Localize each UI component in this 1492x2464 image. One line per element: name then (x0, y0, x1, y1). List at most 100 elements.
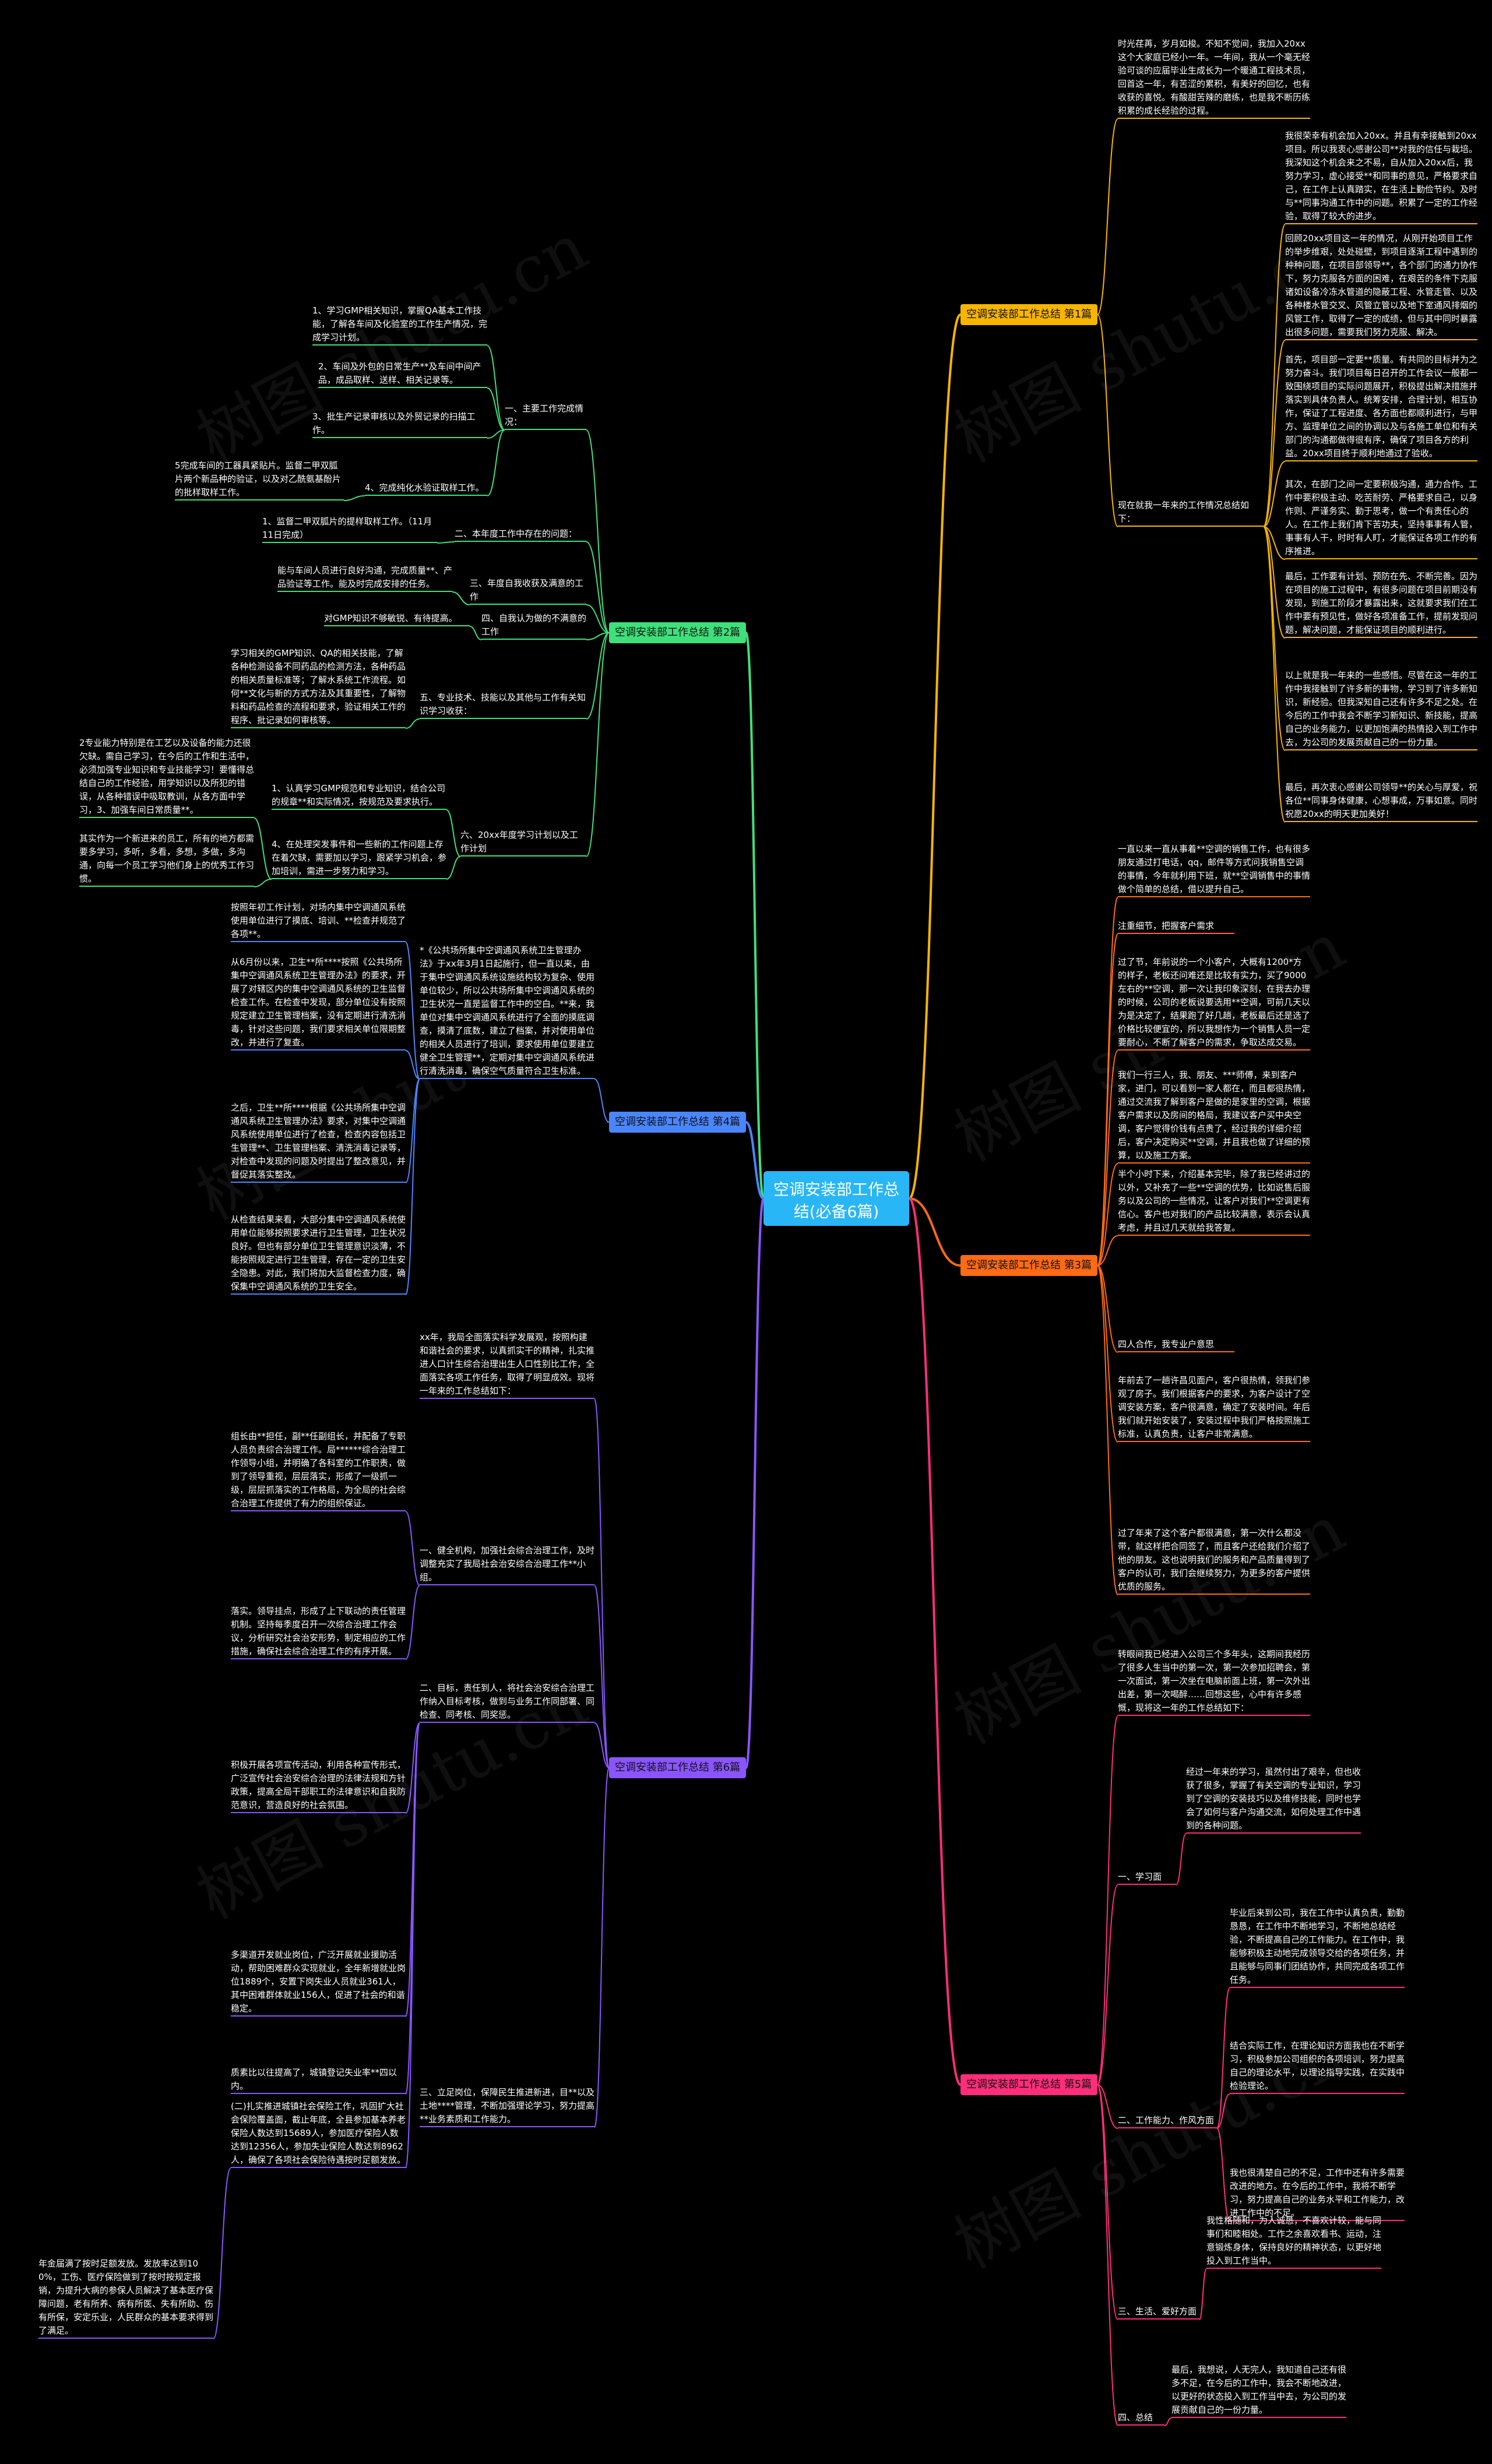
b2-g2-item-1: 1、监督二甲双胍片的提样取样工作。（11月11日完成） (262, 515, 437, 543)
b6-g2-title: 二、目标，责任到人，将社会治安综合治理工作纳入目标考核，做到与业务工作同部署、同… (420, 1682, 594, 1723)
b6-g1-title: 一、健全机构，加强社会综合治理工作，及时调整充实了我局社会治安综合治理工作**小… (420, 1544, 594, 1585)
b5-g2-item-2: 结合实际工作，在理论知识方面我也在不断学习，积极参加公司组织的各项培训，努力提高… (1230, 2039, 1405, 2094)
link-b3-7 (1097, 1265, 1118, 1595)
link-b2g6-0 (446, 809, 461, 857)
link-b3-4 (1097, 1235, 1118, 1266)
link-b2g6-1 (446, 856, 461, 880)
link-b5g1-0 (1176, 1833, 1187, 1885)
b2-g4-item-1: 对GMP知识不够敏锐、有待提高。 (324, 612, 470, 626)
b2-g2-title: 二、本年度工作中存在的问题： (455, 527, 586, 542)
b2-g1-extra: 5完成车间的工器具紧贴片。监督二甲双胍片两个新品种的验证，以及对乙酰氨基酚片的批… (175, 459, 344, 500)
b5-g3-title: 三、生活、爱好方面 (1118, 2305, 1199, 2320)
b6-g1-item-1: 组长由**担任，副**任副组长，并配备了专职人员负责综合治理工作。局******… (231, 1430, 406, 1511)
link-b2g6x-1 (254, 879, 272, 887)
link-b2-3 (586, 632, 610, 640)
link-b1sub-2 (1263, 461, 1286, 527)
b2-g6-extra-2: 其实作为一个新进来的员工，所有的地方都需要多学习，多听，多看，多想，多做，多沟通… (79, 832, 254, 887)
b4-item-2: 之后，卫生**所****根据《公共场所集中空调通风系统卫生管理办法》要求，对集中… (231, 1101, 406, 1183)
link-b1sub-3 (1263, 526, 1286, 560)
link-b5g2-2 (1216, 2128, 1230, 2222)
link-b3-6 (1097, 1265, 1118, 1443)
link-b4-0 (594, 1078, 610, 1123)
link-b1sub-5 (1263, 526, 1286, 751)
link-b6g2-2 (405, 1722, 420, 2095)
branch-2-label[interactable]: 空调安装部工作总结 第2篇 (609, 622, 747, 643)
link-b5g3-0 (1199, 2268, 1207, 2320)
link-b5g2-1 (1216, 2093, 1230, 2129)
link-b2g4-0 (469, 626, 482, 640)
link-b5-1 (1097, 1884, 1118, 2085)
b1-sub: 现在就我一年来的工作情况总结如下： (1118, 499, 1264, 527)
link-b6g1-0 (405, 1511, 420, 1586)
link-b1sub-1 (1263, 340, 1286, 527)
link-b2g5-0 (405, 718, 420, 729)
b3-item-4: 半个小时下来，介绍基本完毕，除了我已经讲过的以外，又补充了一些**空调的优势，比… (1118, 1168, 1310, 1236)
b3-item-7: 过了年来了这个客户都很满意，第一次什么都没带，就这样把合同签了，而且客户还给我们… (1118, 1527, 1310, 1595)
b6-g1-item-2: 落实。领导挂点，形成了上下联动的责任管理机制。坚持每季度召开一次综合治理工作会议… (231, 1605, 406, 1659)
link-b4r-2 (405, 1078, 420, 1183)
link-b2g6x-0 (254, 817, 272, 880)
b6-g3-title: 三、立足岗位，保障民生推进新进，目**以及土地****管理，不断加强理论学习，努… (420, 2086, 594, 2127)
branch-6-label[interactable]: 空调安装部工作总结 第6篇 (609, 1757, 747, 1778)
root-node[interactable]: 空调安装部工作总结(必备6篇) (763, 1171, 909, 1226)
b6-intro: xx年，我局全面落实科学发展观，按照构建和谐社会的要求，以真抓实干的精神，扎实推… (420, 1331, 594, 1399)
b1-item-3: 首先，项目部一定要**质量。有共同的目标并为之努力奋斗。我们项目每日召开的工作会… (1285, 353, 1477, 461)
link-b2g1-0 (487, 345, 505, 431)
link-root-b3 (909, 1197, 961, 1267)
b1-item-5: 最后，工作要有计划、预防在先、不断完善。因为在项目的施工过程中，有很多问题在项目… (1285, 570, 1477, 638)
link-root-b6 (745, 1197, 765, 1769)
link-b3-3 (1097, 1163, 1118, 1266)
link-b5g2-0 (1216, 1987, 1230, 2129)
link-b3-2 (1097, 1050, 1118, 1266)
link-b2-1 (586, 541, 610, 633)
b2-g3-item-1: 能与车间人员进行良好沟通，完成质量**、产品验证等工作。能及时完成安排的任务。 (277, 564, 452, 592)
b5-g2-item-3: 我也很清楚自己的不足，工作中还有许多需要改进的地方。在今后的工作中，我将不断学习… (1230, 2166, 1405, 2221)
b4-intro: 按照年初工作计划，对场内集中空调通风系统使用单位进行了摸底、培训、**检查并规范… (231, 901, 406, 942)
b2-g5-title: 五、专业技术、技能以及其他与工作有关知识学习收获： (420, 691, 586, 719)
b5-g4-item-1: 最后，我想说，人无完人，我知道自己还有很多不足，在今后的工作中，我会不断地改进，… (1171, 2363, 1346, 2418)
link-b3-1 (1097, 933, 1118, 1266)
link-b6g2x-0 (213, 2167, 231, 2339)
b3-item-1: 注重细节，把握客户需求 (1118, 919, 1234, 934)
b4-item-3: 从检查结果来看，大部分集中空调通风系统使用单位能够按照要求进行卫生管理，卫生状况… (231, 1213, 406, 1295)
link-b2g1-2 (487, 429, 505, 439)
b2-g6-item-1: 1、认真学习GMP规范和专业知识，结合公司的规章**和实际情况，按规范及要求执行… (272, 782, 446, 810)
b3-item-2: 过了节，年前说的一个小客户，大概有1200*方的样子，老板还问难还是比较有实力，… (1118, 956, 1310, 1051)
link-b5-0 (1097, 1715, 1118, 2085)
b2-g6-item-2: 4、在处理突发事件和一些新的工作问题上存在着欠缺，需要加以学习，跟紧学习机会，参… (272, 838, 446, 879)
link-b1-0 (1097, 118, 1118, 315)
b2-g5-item-1: 学习相关的GMP知识、QA的相关技能，了解各种检测设备不同药品的检测方法，各种药… (231, 647, 406, 728)
b1-item-4: 其次，在部门之间一定要积极沟通，通力合作。工作中要积极主动、吃苦耐劳、严格要求自… (1285, 478, 1477, 559)
link-b4r-3 (405, 1078, 420, 1295)
link-b6-2 (594, 1722, 610, 1768)
link-root-b2 (745, 632, 765, 1200)
branch-3-label[interactable]: 空调安装部工作总结 第3篇 (960, 1255, 1098, 1276)
link-root-b5 (908, 1197, 962, 2086)
link-b2g3-0 (452, 591, 470, 605)
link-b1-1 (1097, 314, 1118, 527)
b3-item-3: 我们一行三人，我、朋友、***师傅，来到客户家，进门，可以看到一家人都在，而且都… (1118, 1069, 1310, 1164)
link-b2g1x-0 (343, 495, 365, 501)
link-b2g1-3 (487, 429, 505, 496)
b1-item-1: 我很荣幸有机会加入20xx。并且有幸接触到20xx项目。所以我衷心感谢公司**对… (1285, 129, 1477, 224)
b2-g4-title: 四、自我认为做的不满意的工作 (481, 612, 586, 640)
link-b6-1 (594, 1585, 610, 1768)
link-b1sub-0 (1263, 224, 1286, 527)
branch-5-label[interactable]: 空调安装部工作总结 第5篇 (960, 2074, 1098, 2095)
b5-g3-item-1: 我性格随和，为人诚恳，不喜欢计较，能与同事们和睦相处。工作之余喜欢看书、运动，注… (1206, 2214, 1381, 2269)
link-b2g2-0 (437, 541, 455, 544)
branch-1-label[interactable]: 空调安装部工作总结 第1篇 (960, 304, 1098, 325)
link-b6g2-0 (405, 1722, 420, 1814)
link-root-b4 (745, 1121, 765, 1200)
link-b4r-1 (405, 1050, 420, 1080)
b2-g1-item-4: 4、完成纯化水验证取样工作。 (365, 481, 487, 496)
b4-right: *《公共场所集中空调通风系统卫生管理办法》于xx年3月1日起施行，但一直以来，由… (420, 944, 594, 1079)
b5-intro: 转眼间我已经进入公司三个多年头，这期间我经历了很多人生当中的第一次，第一次参加招… (1118, 1648, 1310, 1716)
b2-g1-item-1: 1、学习GMP相关知识，掌握QA基本工作技能，了解各车间及化验室的工作生产情况，… (312, 304, 487, 346)
link-b2-5 (586, 632, 610, 857)
branch-4-label[interactable]: 空调安装部工作总结 第4篇 (609, 1112, 747, 1133)
link-b6-3 (594, 1767, 610, 2128)
link-b5-2 (1097, 2084, 1118, 2129)
b5-g2-item-1: 毕业后来到公司，我在工作中认真负责，勤勤恳恳，在工作中不断地学习，不断地总结经验… (1230, 1906, 1405, 1988)
